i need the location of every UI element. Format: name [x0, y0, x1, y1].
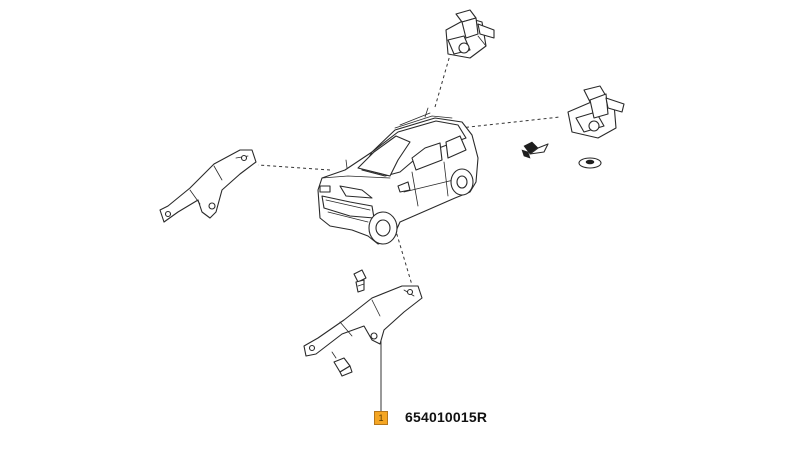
leader-to-lower-bracket [394, 227, 413, 286]
part-number-label: 654010015R [405, 409, 488, 425]
vehicle-illustration [317, 107, 479, 245]
bolt-lower-bottom [331, 351, 353, 377]
hinge-top [445, 9, 495, 59]
leader-to-top-hinge [434, 54, 451, 108]
bolt-right [521, 141, 549, 159]
bracket-left [159, 149, 257, 223]
leader-to-left-bracket [257, 164, 331, 171]
leader-to-right-hinge [459, 116, 561, 129]
callout-index-badge[interactable]: 1 [374, 411, 388, 425]
hinge-right [567, 85, 625, 139]
bracket-lower [303, 285, 423, 357]
bolt-lower-top [353, 269, 367, 293]
leader-lines [257, 54, 561, 286]
washer [578, 157, 602, 169]
